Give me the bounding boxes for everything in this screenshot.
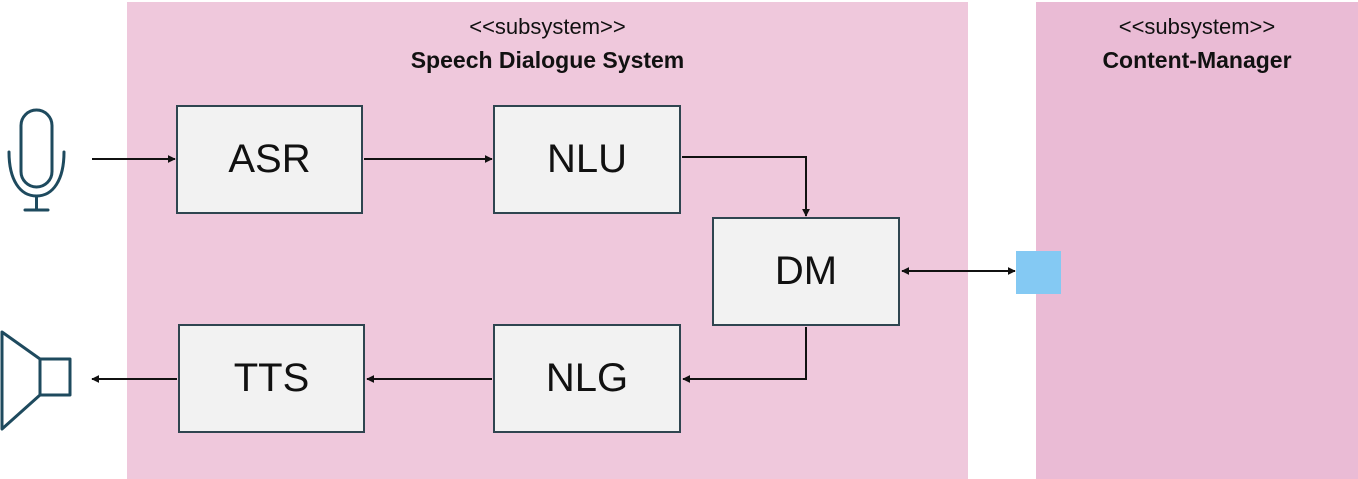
nlg-label: NLG — [545, 356, 629, 400]
content-manager-port — [1016, 251, 1061, 294]
arrow-dm-to-nlg — [682, 327, 807, 383]
dm-component: DM — [712, 217, 900, 326]
content-subsystem-stereotype: <<subsystem>> — [1118, 14, 1276, 39]
microphone-icon — [7, 108, 66, 212]
dm-label: DM — [774, 249, 838, 293]
content-manager-subsystem: <<subsystem>> Content-Manager — [1036, 2, 1358, 479]
nlu-label: NLU — [546, 137, 628, 181]
nlg-component: NLG — [493, 324, 681, 433]
nlu-component: NLU — [493, 105, 681, 214]
content-subsystem-name: Content-Manager — [1102, 47, 1292, 73]
asr-component: ASR — [176, 105, 363, 214]
arrow-nlu-to-dm — [682, 156, 810, 217]
asr-label: ASR — [228, 137, 311, 181]
speech-subsystem-stereotype: <<subsystem>> — [469, 14, 626, 39]
speech-subsystem-name: Speech Dialogue System — [410, 47, 685, 73]
tts-label: TTS — [233, 356, 310, 400]
speaker-icon — [0, 330, 72, 431]
tts-component: TTS — [178, 324, 365, 433]
